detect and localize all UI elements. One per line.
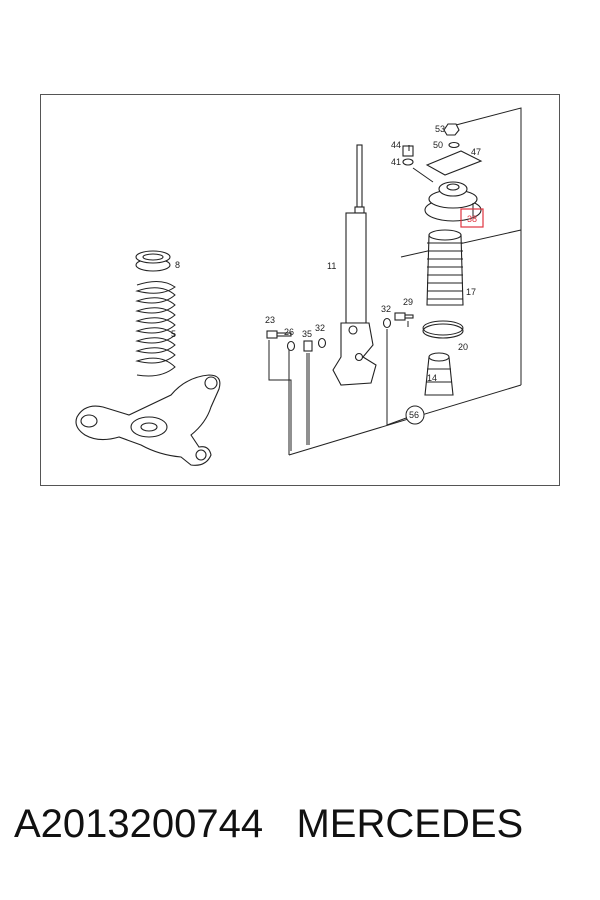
cover-plate-47 [425,150,483,176]
strut-top-mount [424,181,482,222]
washer-26 [286,340,296,352]
callout-32-right: 32 [381,304,391,314]
control-arm [75,374,221,466]
callout-32-left: 32 [315,323,325,333]
callout-56: 56 [409,410,419,420]
callout-44: 44 [391,140,401,150]
brand-name: MERCEDES [296,802,524,846]
callout-56-circle [405,405,425,425]
callout-26: 26 [284,327,294,337]
bump-stop [424,352,454,396]
leader-23 [268,340,292,451]
washer-32b [382,317,392,329]
group-bracket-lines [288,321,409,455]
callout-11: 11 [327,261,336,271]
mounting-bolt-23 [266,330,292,339]
callout-41: 41 [391,157,401,167]
spring-pad [135,250,171,272]
nut-35 [303,340,313,352]
callout-17: 17 [466,287,476,297]
mounting-bolt-29 [394,312,414,321]
exploded-view-drawing: 53 50 47 44 41 38 8 11 17 5 23 26 35 32 … [75,107,522,466]
callout-20: 20 [458,342,468,352]
parts-diagram: 53 50 47 44 41 38 8 11 17 5 23 26 35 32 … [40,94,560,486]
callout-8: 8 [175,260,180,270]
guide-line-top [455,107,522,385]
nut-53 [443,123,460,136]
callout-50: 50 [433,140,443,150]
callout-14: 14 [427,373,437,383]
callout-5: 5 [171,329,176,339]
part-number: A2013200744 [14,802,264,846]
nut-44 [402,145,414,157]
washer-32a [317,337,327,349]
callout-35: 35 [302,329,312,339]
mount-leaders [408,145,474,217]
guide-line-bottom [288,384,522,456]
callout-38: 38 [467,214,477,224]
dust-bellows [426,229,464,306]
callout-29: 29 [403,297,413,307]
shock-absorber [332,144,377,386]
highlight-box-38 [460,208,484,228]
callout-47: 47 [471,147,481,157]
part-caption: A2013200744 MERCEDES [14,802,594,847]
washer-50 [448,141,460,149]
callout-23: 23 [265,315,275,325]
leader-56 [386,416,410,426]
callout-53: 53 [435,124,445,134]
coil-spring [135,281,176,377]
hose-clamp [422,320,464,339]
washer-41 [402,158,414,166]
